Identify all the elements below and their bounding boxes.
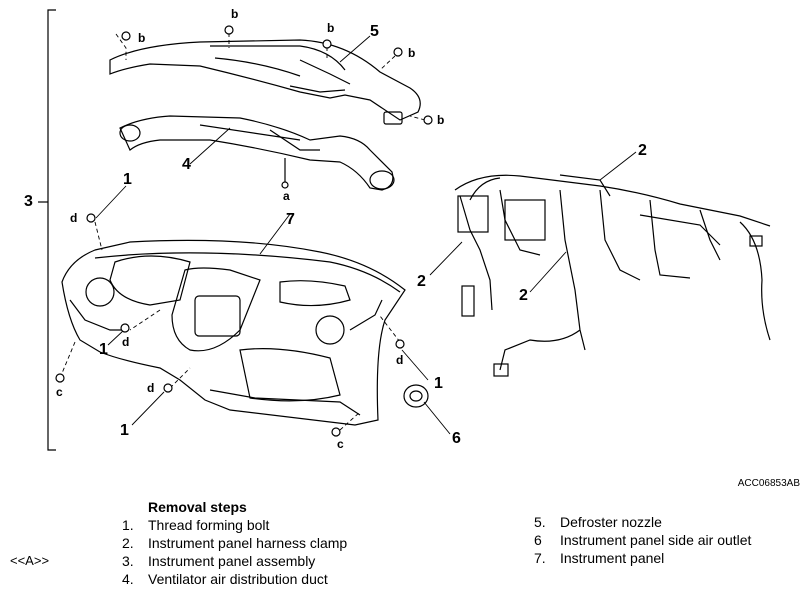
fastener-label-b2: b bbox=[231, 7, 239, 21]
fastener-label-c1: c bbox=[56, 385, 63, 399]
fastener-label-a: a bbox=[283, 189, 290, 203]
removal-step: 3. Instrument panel assembly bbox=[122, 553, 315, 569]
step-number: 3. bbox=[122, 553, 134, 569]
fastener-label-b3: b bbox=[327, 21, 335, 35]
reference-marker: <<A>> bbox=[10, 553, 50, 568]
ventilator-air-distribution-duct bbox=[119, 115, 395, 191]
removal-step: 5. Defroster nozzle bbox=[534, 514, 662, 530]
step-number: 4. bbox=[122, 571, 134, 587]
callout-2-top: 2 bbox=[638, 142, 647, 159]
figure-code: ACC06853AB bbox=[737, 478, 800, 489]
callout-2-left: 2 bbox=[417, 273, 426, 290]
defroster-nozzle bbox=[109, 39, 421, 125]
callout-1-left: 1 bbox=[99, 341, 108, 358]
callout-4: 4 bbox=[182, 156, 191, 173]
side-air-outlet bbox=[403, 384, 429, 408]
callout-1-bottom: 1 bbox=[120, 422, 129, 439]
fastener-label-d2: d bbox=[122, 335, 130, 349]
step-number: 2. bbox=[122, 535, 134, 551]
removal-step: 6 Instrument panel side air outlet bbox=[534, 532, 751, 548]
leader-lines bbox=[59, 26, 637, 435]
step-label: Ventilator air distribution duct bbox=[148, 571, 328, 587]
callout-1-top: 1 bbox=[123, 171, 132, 188]
fasteners bbox=[55, 25, 433, 437]
exploded-parts-diagram bbox=[38, 9, 771, 451]
removal-step: 7. Instrument panel bbox=[534, 550, 664, 566]
callout-3: 3 bbox=[24, 193, 33, 210]
step-number: 1. bbox=[122, 517, 134, 533]
instrument-panel-harness bbox=[454, 174, 771, 377]
step-label: Thread forming bolt bbox=[148, 517, 270, 533]
step-label: Instrument panel side air outlet bbox=[560, 532, 752, 548]
callout-1-right: 1 bbox=[434, 375, 443, 392]
step-label: Instrument panel assembly bbox=[148, 553, 316, 569]
callout-7: 7 bbox=[286, 211, 295, 228]
instrument-panel bbox=[61, 239, 406, 426]
callout-5: 5 bbox=[370, 23, 379, 40]
fastener-label-b5: b bbox=[437, 113, 445, 127]
removal-step: 2. Instrument panel harness clamp bbox=[122, 535, 347, 551]
fastener-label-b1: b bbox=[138, 31, 146, 45]
fastener-label-d4: d bbox=[396, 353, 404, 367]
step-label: Instrument panel bbox=[560, 550, 665, 566]
fastener-label-d3: d bbox=[147, 381, 155, 395]
step-label: Instrument panel harness clamp bbox=[148, 535, 348, 551]
removal-steps-title: Removal steps bbox=[148, 499, 247, 515]
step-number: 5. bbox=[534, 514, 546, 530]
removal-step: 1. Thread forming bolt bbox=[122, 517, 269, 533]
assembly-bracket bbox=[47, 9, 56, 451]
fastener-label-d1: d bbox=[70, 211, 78, 225]
step-number: 6 bbox=[534, 532, 542, 548]
step-number: 7. bbox=[534, 550, 546, 566]
fastener-label-c2: c bbox=[337, 437, 344, 451]
step-label: Defroster nozzle bbox=[560, 514, 662, 530]
callout-6: 6 bbox=[452, 430, 461, 447]
fastener-label-b4: b bbox=[408, 46, 416, 60]
removal-step: 4. Ventilator air distribution duct bbox=[122, 571, 328, 587]
callout-2-mid: 2 bbox=[519, 287, 528, 304]
